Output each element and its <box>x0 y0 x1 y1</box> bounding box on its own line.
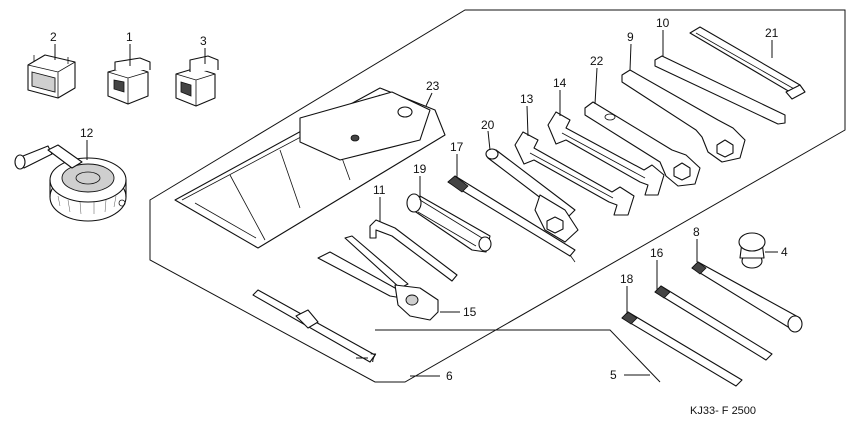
callout-20: 20 <box>481 118 495 132</box>
part-8-extension <box>691 261 803 333</box>
part-21-handle-grip <box>689 26 806 100</box>
part-19-screwdriver-handle <box>406 193 492 253</box>
part-16-screwdriver <box>654 285 773 361</box>
part-23-tool-pouch <box>174 87 446 249</box>
leader-lines <box>54 30 778 377</box>
callout-23: 23 <box>426 79 440 93</box>
callout-4: 4 <box>781 245 788 259</box>
part-2-connector-cap <box>27 54 76 99</box>
part-7-double-screwdriver <box>252 289 376 363</box>
kit-sub-outline <box>375 329 661 383</box>
callout-3: 3 <box>200 34 207 48</box>
part-13-open-spanner <box>514 131 635 216</box>
catalog-code: KJ33- F 2500 <box>690 405 756 417</box>
callout-labels: 2 1 3 12 23 20 17 13 14 22 9 10 21 11 19… <box>50 16 788 383</box>
kit-outline <box>149 9 846 383</box>
part-12-cap-tool <box>14 144 127 222</box>
callout-17: 17 <box>450 140 464 154</box>
part-4-cap-nut <box>738 232 766 269</box>
callout-7: 7 <box>370 351 377 365</box>
callout-8: 8 <box>693 225 700 239</box>
part-18-screwdriver <box>621 311 743 387</box>
callout-2: 2 <box>50 30 57 44</box>
part-3-clip <box>175 55 219 107</box>
part-10-handle <box>654 55 786 125</box>
callout-16: 16 <box>650 246 664 260</box>
callout-15: 15 <box>463 305 477 319</box>
callout-6: 6 <box>446 369 453 383</box>
callout-9: 9 <box>627 30 634 44</box>
callout-22: 22 <box>590 54 604 68</box>
part-20-socket-wrench <box>485 148 579 243</box>
part-22-ring-spanner <box>584 101 701 187</box>
callout-10: 10 <box>656 16 670 30</box>
part-17-screwdriver <box>447 175 576 263</box>
callout-19: 19 <box>413 162 427 176</box>
callout-13: 13 <box>520 92 534 106</box>
callout-18: 18 <box>620 272 634 286</box>
part-1-clip <box>107 57 151 105</box>
callout-21: 21 <box>765 26 779 40</box>
callout-1: 1 <box>126 30 133 44</box>
callout-14: 14 <box>553 76 567 90</box>
part-9-spanner <box>621 69 746 163</box>
part-15-pliers <box>317 235 439 321</box>
callout-11: 11 <box>373 183 386 197</box>
part-11-hex-wrench <box>369 219 458 282</box>
callout-5: 5 <box>610 368 617 382</box>
callout-12: 12 <box>80 126 94 140</box>
part-14-open-spanner <box>547 111 665 196</box>
